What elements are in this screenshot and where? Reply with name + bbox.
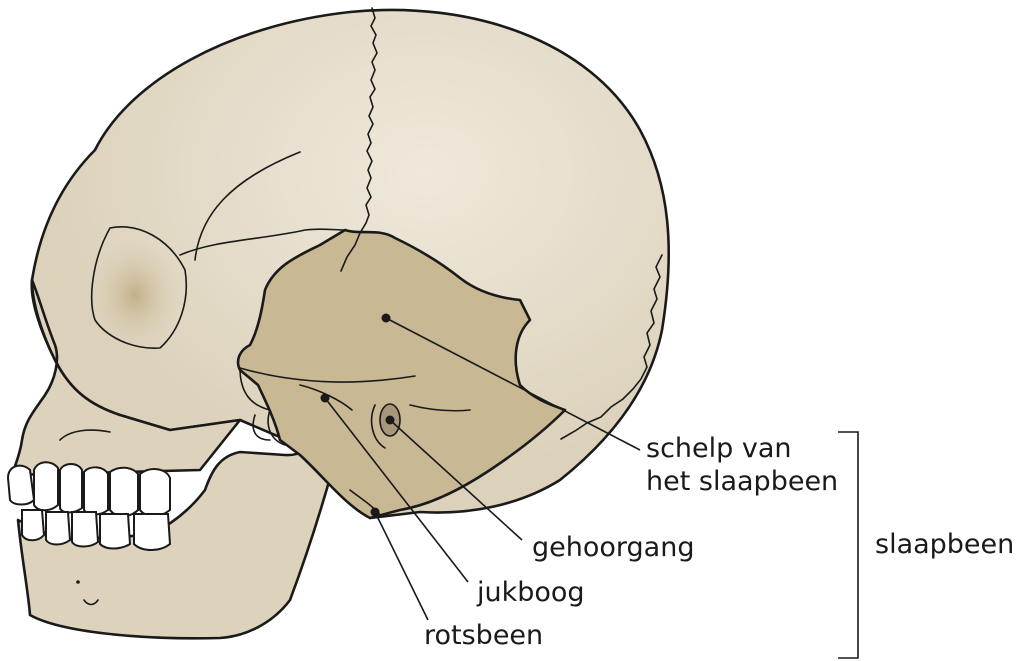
squamous-suture xyxy=(179,228,346,256)
lower-teeth xyxy=(21,509,172,551)
eye-socket xyxy=(90,226,188,349)
temporal-line xyxy=(194,151,301,261)
zygomatic-arch-line xyxy=(239,367,416,383)
label-squama: schelp van het slaapbeen xyxy=(646,433,839,497)
lambdoid-suture xyxy=(560,254,663,440)
label-petrous: rotsbeen xyxy=(424,620,544,651)
bracket xyxy=(838,431,859,659)
coronal-suture xyxy=(340,7,378,272)
leader-lines xyxy=(320,313,641,621)
face xyxy=(10,278,242,477)
eye-socket-shade xyxy=(90,240,180,350)
label-temporal-bone: slaapbeen xyxy=(875,529,1015,560)
label-zygomatic-arch: jukboog xyxy=(477,577,585,608)
upper-teeth xyxy=(6,461,171,517)
label-ear-canal: gehoorgang xyxy=(532,532,695,563)
